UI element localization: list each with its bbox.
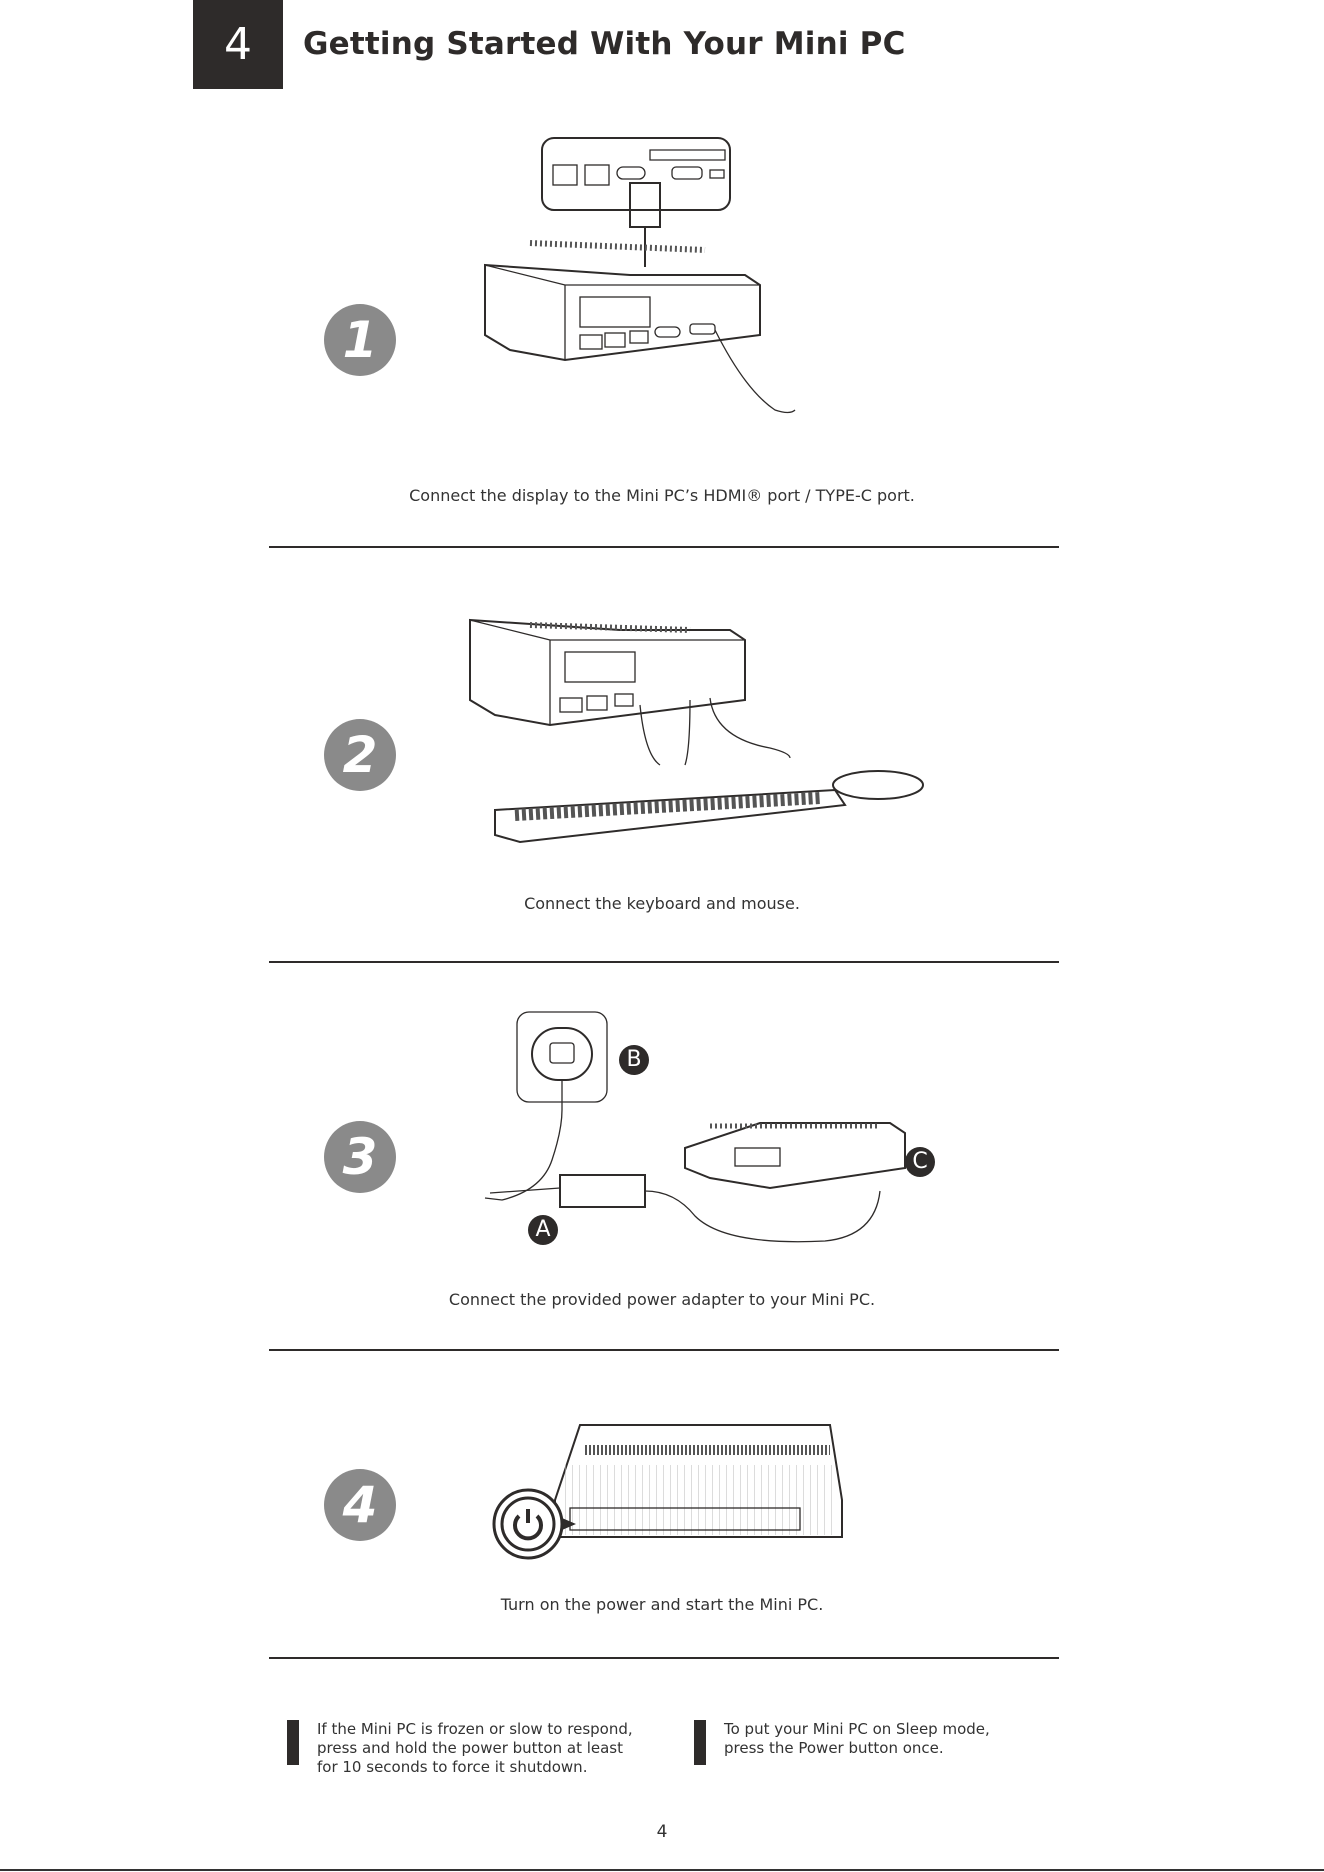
section-number: 4 [224, 19, 252, 70]
page-title: Getting Started With Your Mini PC [303, 26, 906, 62]
step-4-caption: Turn on the power and start the Mini PC. [500, 1595, 824, 1614]
keyboard-mouse-illustration [469, 618, 924, 844]
note-sleep: To put your Mini PC on Sleep mode, press… [694, 1720, 1034, 1765]
note-frozen: If the Mini PC is frozen or slow to resp… [287, 1720, 642, 1777]
display-connection-illustration [484, 137, 796, 414]
step-3-caption: Connect the provided power adapter to yo… [448, 1290, 876, 1309]
step-1-badge: 1 [324, 304, 396, 376]
callout-c: C [912, 1149, 928, 1174]
power-adapter-illustration [484, 1011, 935, 1245]
note-bar [694, 1720, 706, 1765]
note-frozen-text: If the Mini PC is frozen or slow to resp… [317, 1720, 633, 1776]
note-sleep-text: To put your Mini PC on Sleep mode, press… [724, 1720, 990, 1757]
callout-b: B [626, 1047, 642, 1072]
divider [269, 1349, 1059, 1351]
step-2-caption: Connect the keyboard and mouse. [524, 894, 800, 913]
note-bar [287, 1720, 299, 1765]
divider [269, 961, 1059, 963]
power-on-illustration [492, 1424, 843, 1560]
bottom-rule [0, 1869, 1324, 1871]
step-4-number: 4 [342, 1476, 378, 1534]
step-3-badge: 3 [324, 1121, 396, 1193]
callout-a: A [535, 1217, 551, 1242]
divider [269, 1657, 1059, 1659]
step-2-badge: 2 [324, 719, 396, 791]
step-1-number: 1 [342, 311, 378, 369]
step-2-number: 2 [342, 726, 378, 784]
section-number-box: 4 [193, 0, 283, 89]
divider [269, 546, 1059, 548]
step-1-caption: Connect the display to the Mini PC’s HDM… [409, 486, 915, 505]
step-4-badge: 4 [324, 1469, 396, 1541]
step-3-number: 3 [342, 1128, 378, 1186]
page-number: 4 [656, 1822, 668, 1842]
